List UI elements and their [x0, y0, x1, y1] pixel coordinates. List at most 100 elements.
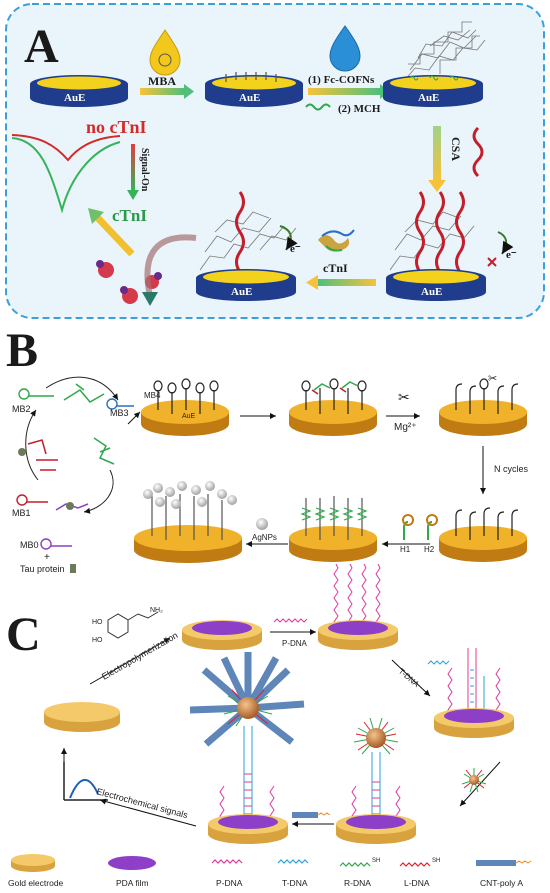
electrode-c6 [189, 652, 305, 844]
tau-icon [70, 564, 76, 573]
tdna-arrow-icon [427, 660, 450, 665]
ctni-label: cTnI [112, 206, 147, 225]
complex-top [63, 383, 105, 403]
electrode-a5: AuE [196, 191, 297, 301]
agnp-icon [256, 518, 268, 530]
electrode-a4: AuE [386, 191, 486, 301]
disc-b1: MB4 AuE [141, 378, 229, 436]
tau-label: Tau protein [20, 564, 65, 574]
mg-label: Mg²⁺ [394, 422, 417, 433]
legend-r-dna: SH R-DNA [339, 858, 380, 888]
cnt-poly-a-icon [292, 812, 331, 818]
electrode-c1 [44, 702, 120, 732]
echem-arrow [99, 798, 197, 827]
pdna-arrow-label: P-DNA [282, 639, 308, 648]
legend-label-4: R-DNA [344, 878, 371, 888]
scissors-icon: ✂ [398, 389, 410, 405]
legend-label-0: Gold electrode [8, 878, 64, 888]
panel-b-letter: B [6, 324, 38, 377]
signal-on-label: Signal-On [139, 148, 150, 192]
hairpin-mb0 [40, 538, 72, 550]
arrow-b-cycle-to-disc [127, 411, 141, 425]
tdna-arrow-label: T-DNA [397, 667, 422, 690]
csa-aptamer-icon [472, 126, 484, 178]
mb0-label: MB0 [20, 540, 39, 550]
cycle-arrow-right [83, 469, 114, 514]
panel-a: A AuE MBA AuE (1) Fc-COFNs [5, 3, 545, 319]
complex-left [27, 439, 58, 471]
panel-c-letter: C [6, 608, 41, 661]
hairpin-mb3 [106, 398, 134, 410]
csa-label: CSA [449, 137, 463, 161]
electron-arrow-left [279, 225, 298, 251]
fc-cofn-droplet-icon [329, 25, 361, 72]
arrow-a3 [433, 126, 441, 180]
electrode-a1: AuE [30, 75, 128, 107]
rdna-nanoparticle-icon [461, 768, 487, 793]
legend-label-3: T-DNA [282, 878, 308, 888]
ctni-protein-icon [318, 229, 355, 252]
electropolymerization-arrow [89, 637, 171, 685]
electropolymerization-label: Electropolymerization [100, 630, 180, 682]
legend-label-1: PDA film [116, 878, 149, 888]
h1-label: H1 [400, 545, 411, 554]
echem-label: Electrochemical signals [95, 786, 189, 820]
legend-label-6: CNT-poly A [480, 878, 523, 888]
legend-l-dna: SH L-DNA [399, 858, 440, 888]
aue-label-3: AuE [418, 92, 439, 104]
mch-wave-icon [305, 103, 331, 111]
hairpin-h2-icon [426, 514, 438, 540]
agnps-label: AgNPs [252, 533, 277, 542]
h2-label: H2 [424, 545, 435, 554]
legend-tag-4: SH [372, 858, 380, 864]
mb1-label: MB1 [12, 508, 31, 518]
electrode-c4 [434, 648, 514, 738]
aue-label-4: AuE [421, 286, 442, 298]
electrode-c3 [318, 563, 398, 650]
disc-b5 [289, 496, 377, 562]
scissors-icon-2: ✂ [488, 373, 497, 385]
ncycles-label: N cycles [494, 464, 529, 474]
disc-b3: ✂ [439, 373, 527, 436]
electron-arrow-right [497, 231, 514, 255]
legend-tag-5: SH [432, 858, 440, 864]
disc-b6 [134, 481, 242, 563]
aue-label-1: AuE [64, 92, 85, 104]
nh2-label: NH₂ [150, 607, 163, 614]
mb2-label: MB2 [12, 404, 31, 414]
arrow-a1 [140, 88, 184, 95]
panel-c: C NH₂ HO HO Electropolymerization [6, 563, 532, 888]
panel-b: B MB2 MB3 MB1 MB0 + Tau protein [6, 324, 529, 574]
voltammogram-ctni [11, 137, 121, 214]
no-ctni-label: no cTnI [86, 117, 147, 137]
electron-label-right: e⁻ [506, 249, 517, 261]
arrow-a2 [308, 88, 380, 95]
ho1-label: HO [92, 619, 103, 626]
hairpin-mb2 [18, 388, 54, 400]
electrode-a3: AuE [383, 21, 486, 107]
legend-label-5: L-DNA [404, 878, 430, 888]
legend-cnt-poly-a: CNT-poly A [476, 860, 532, 888]
signal-on-arrow [131, 144, 135, 190]
legend: Gold electrode PDA film P-DNA T-DNA SH R… [8, 854, 532, 888]
aue-label-2: AuE [239, 92, 260, 104]
mba-droplet-icon [149, 29, 181, 76]
arrow-a5 [93, 213, 135, 257]
ho2-label: HO [92, 637, 103, 644]
legend-gold-electrode: Gold electrode [8, 854, 64, 888]
dopamine-structure: NH₂ HO HO [92, 607, 163, 644]
legend-pda-film: PDA film [108, 856, 156, 888]
cycle-arrow-top [45, 376, 119, 401]
arrow-c2 [391, 659, 431, 697]
release-arrow [144, 234, 197, 297]
legend-t-dna: T-DNA [277, 859, 309, 888]
ctni-arrow-label: cTnI [323, 261, 348, 275]
legend-label-2: P-DNA [216, 878, 243, 888]
panel-a-letter: A [24, 20, 59, 73]
aue-label-5: AuE [231, 286, 252, 298]
arrow-c3 [459, 761, 501, 807]
electron-label-left: e⁻ [290, 243, 301, 255]
mb4-label: MB4 [144, 391, 161, 400]
hairpin-h1-icon [402, 514, 414, 540]
